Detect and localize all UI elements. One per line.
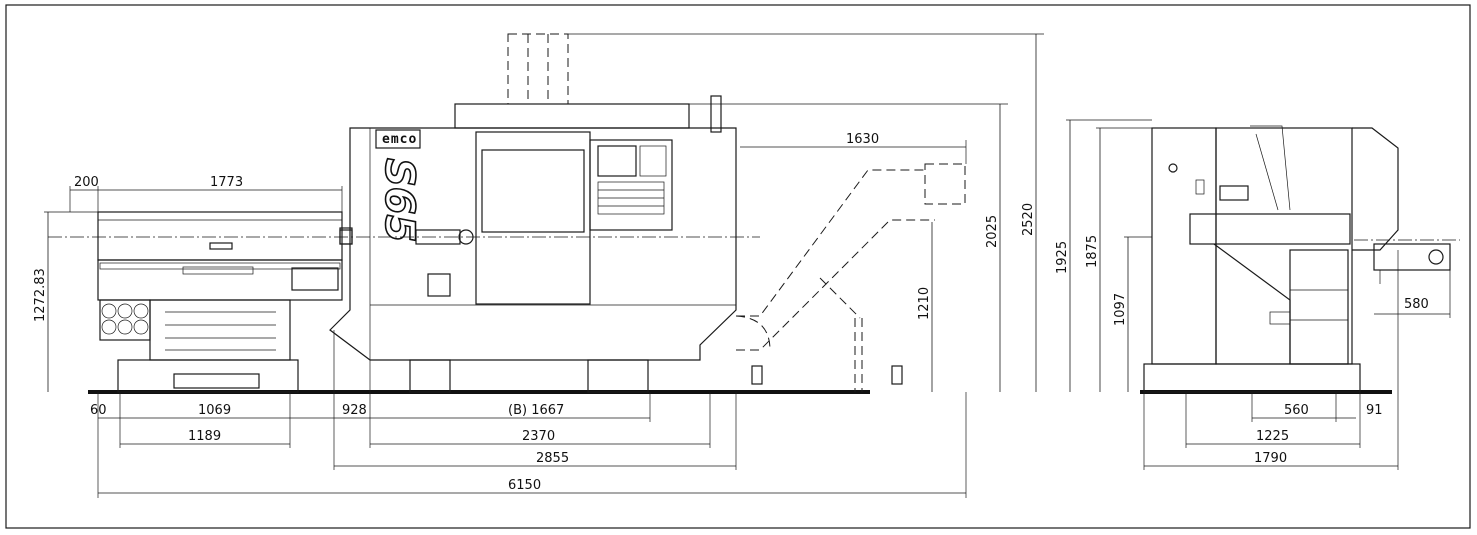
dim-side-foot-offset: 91	[1366, 403, 1383, 418]
side-dimension-lines	[1066, 119, 1451, 470]
dim-conveyor-height: 1210	[917, 287, 932, 320]
dim-light-tower-height: 2520	[1021, 203, 1036, 236]
front-dimension-lines	[44, 33, 1044, 498]
dim-conveyor-length: 1630	[846, 132, 879, 147]
dim-feeder-height: 1272.83	[33, 268, 48, 322]
light-tower-outline	[507, 33, 569, 105]
dim-machine-total: 2855	[536, 451, 569, 466]
dim-side-panel: 580	[1404, 297, 1429, 312]
dim-machine-width: 2370	[522, 429, 555, 444]
side-machine-body	[1143, 125, 1460, 393]
model-label: S65	[376, 158, 422, 242]
dim-side-foot-spacing: 560	[1284, 403, 1309, 418]
dim-feeder-foot: 60	[90, 403, 107, 418]
chip-conveyor	[735, 163, 966, 392]
brand-label: emco	[382, 132, 417, 147]
door-window	[481, 149, 585, 233]
front-view: emco S65	[33, 33, 1044, 498]
dim-machine-height: 2025	[985, 215, 1000, 248]
dim-side-depth: 1790	[1254, 451, 1287, 466]
dim-feeder-offset: 200	[74, 175, 99, 190]
dim-feeder-base: 1069	[198, 403, 231, 418]
dim-side-total-height: 1925	[1055, 241, 1070, 274]
dim-side-body-height: 1875	[1085, 235, 1100, 268]
dim-side-spindle-height: 1097	[1113, 293, 1128, 326]
control-screen	[597, 145, 637, 177]
drawing-frame	[5, 4, 1471, 529]
control-panel	[589, 139, 673, 231]
dim-feeder-total: 1189	[188, 429, 221, 444]
bar-feeder	[97, 211, 353, 393]
bar-bundle	[99, 299, 151, 341]
machine-door	[475, 131, 591, 305]
dim-feeder-length: 1773	[210, 175, 243, 190]
lathe-body: emco S65	[48, 33, 760, 393]
side-view: 580 560 91 1225 1790 1925 1875 1097	[1055, 119, 1460, 470]
dim-side-base: 1225	[1256, 429, 1289, 444]
dim-gap: 928	[342, 403, 367, 418]
dim-overall-length: 6150	[508, 478, 541, 493]
dim-base-b: (B) 1667	[508, 403, 564, 418]
